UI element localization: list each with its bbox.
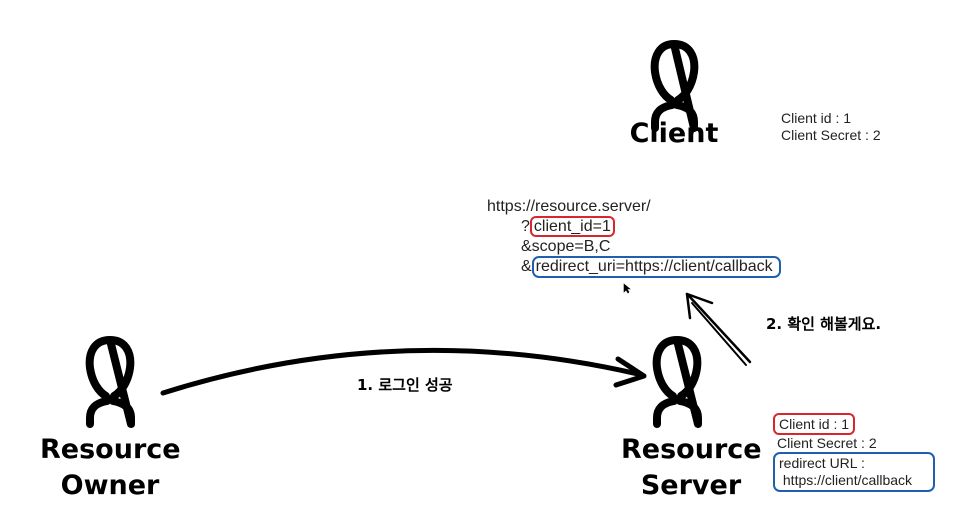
server-client-secret-text: Client Secret : 2 (777, 435, 877, 451)
resource-owner-label-line1: Resource (40, 434, 181, 465)
resource-owner-label: Resource Owner (40, 432, 181, 504)
verify-arrow (685, 292, 752, 366)
server-redirect-url-label: redirect URL : (779, 455, 865, 471)
client-credentials: Client id : 1 Client Secret : 2 (781, 110, 881, 144)
resource-server-person-icon (652, 336, 702, 428)
resource-server-label: Resource Server (621, 432, 762, 504)
request-url-scope-param: &scope=B,C (521, 238, 611, 255)
redirect-prefix: & (521, 258, 532, 275)
step1-label: 1. 로그인 성공 (357, 376, 453, 394)
client-id-text: Client id : 1 (781, 110, 852, 126)
request-url-redirect-line: &redirect_uri=https://client/callback (521, 256, 781, 278)
server-redirect-url-highlight: redirect URL : https://client/callback (773, 452, 935, 492)
resource-owner-label-line2: Owner (60, 470, 160, 501)
step2-label: 2. 확인 해볼게요. (766, 315, 882, 333)
server-credentials: Client id : 1 Client Secret : 2 redirect… (773, 413, 935, 492)
client-person-icon (650, 40, 699, 132)
cursor-icon (623, 283, 631, 294)
resource-server-label-line2: Server (640, 470, 742, 501)
server-redirect-url-value: https://client/callback (779, 472, 913, 488)
resource-owner-person-icon (85, 336, 135, 428)
server-client-id-highlight: Client id : 1 (773, 413, 856, 435)
request-url-base: https://resource.server/ (487, 198, 651, 215)
login-success-arrow (160, 347, 647, 396)
client-label: Client (629, 118, 719, 149)
client-secret-text: Client Secret : 2 (781, 127, 881, 143)
resource-server-label-line1: Resource (621, 434, 762, 465)
request-url-block: https://resource.server/ ?client_id=1 &s… (487, 197, 781, 278)
redirect-uri-param-highlight: redirect_uri=https://client/callback (531, 256, 781, 278)
client-id-param-highlight: client_id=1 (529, 216, 615, 237)
query-prefix: ? (521, 218, 530, 235)
request-url-client-id-line: ?client_id=1 (521, 216, 781, 237)
